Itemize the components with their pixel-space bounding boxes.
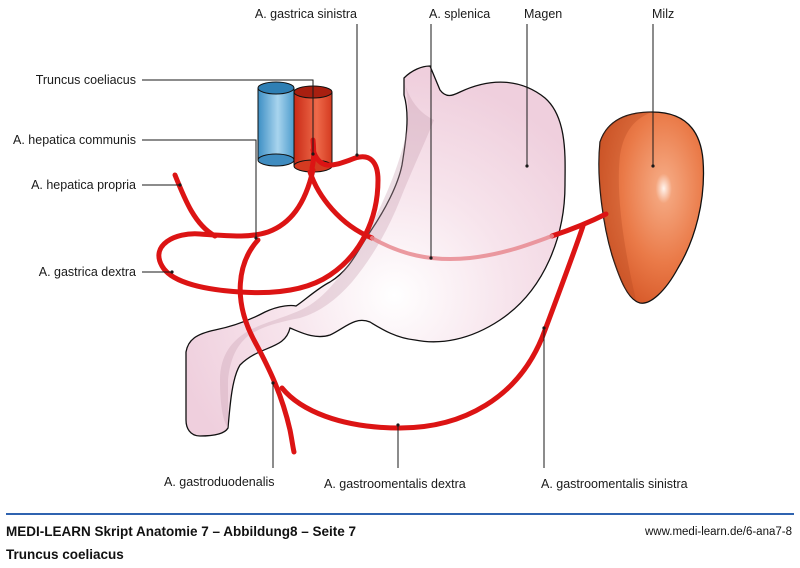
spleen-shade [598,112,652,300]
label-magen: Magen [524,7,562,21]
label-splenica: A. splenica [429,7,490,21]
artery-gastroomentalis [279,223,586,431]
label-truncus-coeliacus: Truncus coeliacus [36,73,136,87]
footer-divider [6,513,794,515]
stomach [185,65,566,437]
stomach-body [185,65,566,437]
artery-gastroduodenalis [237,237,297,455]
label-hepatica-communis: A. hepatica communis [13,133,136,147]
leader-lines [142,24,655,468]
label-gastroomentalis-dextra: A. gastroomentalis dextra [324,477,466,491]
label-gastroomentalis-sinistra: A. gastroomentalis sinistra [541,477,688,491]
footer-title: MEDI-LEARN Skript Anatomie 7 – Abbildung… [6,524,357,539]
vena-cava-cylinder [257,81,295,167]
spleen [598,111,705,304]
label-gastrica-sinistra: A. gastrica sinistra [255,7,357,21]
label-milz: Milz [652,7,674,21]
footer-url: www.medi-learn.de/6-ana7-8 [644,526,792,538]
artery-splenica-right [307,169,375,241]
label-gastroduodenalis: A. gastroduodenalis [164,475,275,489]
spleen-body [598,111,705,304]
artery-splenica-behind-stomach [370,234,554,262]
footer-subtitle: Truncus coeliacus [6,547,124,562]
label-gastrica-dextra: A. gastrica dextra [39,265,136,279]
celiac-trunk-diagram: Truncus coeliacus A. hepatica communis A… [13,7,705,491]
artery-splenica-left [549,211,609,239]
artery-hepatica-propria [172,172,218,239]
arteries [156,137,609,455]
label-hepatica-propria: A. hepatica propria [31,178,136,192]
stomach-shadow [220,82,434,428]
